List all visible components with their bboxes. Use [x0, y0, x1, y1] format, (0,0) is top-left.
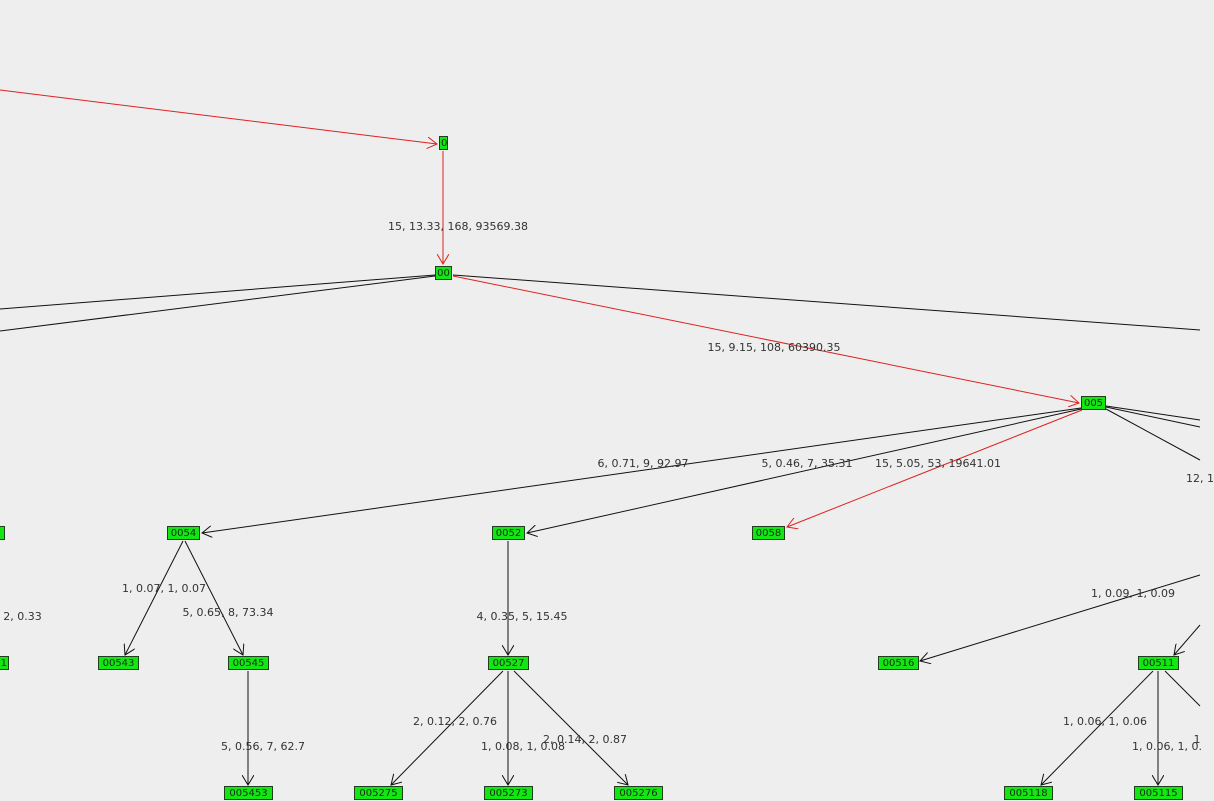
node-005[interactable]: 005 — [1081, 396, 1106, 410]
edge-label-00511-005115: 1, 0.06, 1, 0. — [1132, 740, 1202, 753]
edge-00-offscreen-right — [452, 274, 1201, 331]
node-005273[interactable]: 005273 — [484, 786, 533, 800]
node-0[interactable]: 0 — [439, 136, 448, 150]
edge-00511-005118 — [1041, 670, 1154, 785]
edge-005-0052 — [527, 408, 1082, 533]
edge-00527-005275 — [391, 670, 504, 785]
edge-00-offscreen-left-a — [0, 274, 436, 310]
edge-005-offscreen-b — [1105, 406, 1201, 428]
node-005275[interactable]: 005275 — [354, 786, 403, 800]
node-0058[interactable]: 0058 — [752, 526, 785, 540]
node-00[interactable]: 00 — [435, 266, 452, 280]
edge-label-right-00516: 1, 0.09, 1, 0.09 — [1091, 587, 1175, 600]
edge-label-0052-00527: 4, 0.35, 5, 15.45 — [476, 610, 568, 623]
edge-label-0054-00545: 5, 0.65, 8, 73.34 — [182, 606, 274, 619]
edge-label-0054-00543: 1, 0.07, 1, 0.07 — [122, 582, 206, 595]
edge-label-005-0052: 5, 0.46, 7, 35.31 — [761, 457, 853, 470]
edge-label-left-cut: , 2, 0.33 — [0, 610, 42, 623]
edge-00-offscreen-left-b — [0, 275, 436, 332]
edge-00511-offscreen — [1164, 670, 1201, 707]
node-00516[interactable]: 00516 — [878, 656, 919, 670]
edge-label-005-right: 12, 1 — [1186, 472, 1214, 485]
edge-005-0054 — [202, 407, 1082, 533]
edge-0054-00543 — [125, 540, 184, 655]
edge-offscreen-00516 — [920, 574, 1201, 661]
edge-0054-00545 — [184, 540, 243, 655]
edge-label-00527-005273: 1, 0.08, 1, 0.08 — [481, 740, 565, 753]
node-005276[interactable]: 005276 — [614, 786, 663, 800]
edge-label-005-0058: 15, 5.05, 53, 19641.01 — [875, 457, 1001, 470]
node-00511[interactable]: 00511 — [1138, 656, 1179, 670]
edge-label-00-005: 15, 9.15, 108, 60390.35 — [707, 341, 841, 354]
node-left-cut-a[interactable] — [0, 526, 5, 540]
node-005115[interactable]: 005115 — [1134, 786, 1183, 800]
edge-label-00511-right: 1 — [1193, 733, 1201, 746]
node-00527[interactable]: 00527 — [488, 656, 529, 670]
edge-label-00527-005276: 2, 0.14, 2, 0.87 — [543, 733, 627, 746]
edge-label-00545-005453: 5, 0.56, 7, 62.7 — [221, 740, 305, 753]
edge-label-005-0054: 6, 0.71, 9, 92.97 — [597, 457, 689, 470]
node-005453[interactable]: 005453 — [224, 786, 273, 800]
node-left-cut-b[interactable]: 1 — [0, 656, 9, 670]
node-00545[interactable]: 00545 — [228, 656, 269, 670]
edge-root-to-0 — [0, 89, 437, 144]
edge-00-005 — [452, 275, 1079, 403]
edge-00527-005276 — [513, 670, 628, 785]
edge-005-offscreen-c — [1105, 408, 1201, 461]
node-0054[interactable]: 0054 — [167, 526, 200, 540]
node-005118[interactable]: 005118 — [1004, 786, 1053, 800]
edge-offscreen-00511 — [1174, 624, 1201, 655]
node-0052[interactable]: 0052 — [492, 526, 525, 540]
edge-005-offscreen-a — [1105, 405, 1201, 421]
node-00543[interactable]: 00543 — [98, 656, 139, 670]
edge-005-0058 — [787, 409, 1083, 527]
edge-label-00527-005275: 2, 0.12, 2, 0.76 — [413, 715, 497, 728]
edge-label-0-00: 15, 13.33, 168, 93569.38 — [388, 220, 528, 233]
edge-label-00511-005118: 1, 0.06, 1, 0.06 — [1063, 715, 1147, 728]
